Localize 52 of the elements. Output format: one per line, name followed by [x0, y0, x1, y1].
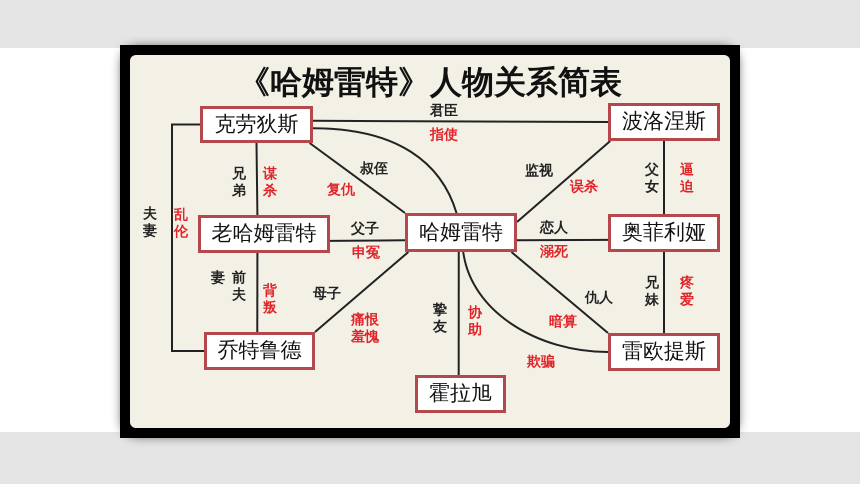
relation-note: 背叛	[263, 283, 277, 317]
edge-label: 兄弟	[232, 166, 246, 200]
relation-note: 溺死	[540, 244, 568, 261]
edge-label: 前夫	[232, 270, 246, 304]
connector-line	[256, 142, 258, 216]
connector-line	[309, 142, 406, 214]
relation-note: 妻	[211, 270, 225, 287]
character-box: 老哈姆雷特	[198, 215, 330, 253]
edge-label: 夫妻	[143, 206, 157, 240]
connector-line	[256, 253, 258, 332]
relation-note: 痛恨羞愧	[351, 312, 379, 346]
connector-line	[663, 252, 665, 333]
edge-label: 挚友	[433, 302, 447, 336]
character-box: 雷欧提斯	[608, 333, 720, 371]
character-box: 霍拉旭	[415, 375, 506, 413]
relation-note: 申冤	[352, 245, 380, 262]
relation-note: 逼迫	[680, 162, 694, 196]
edge-label: 监视	[525, 163, 553, 180]
connector-line	[312, 127, 458, 214]
connector-line	[458, 252, 460, 375]
character-box: 奥菲利娅	[608, 214, 720, 252]
connector-line	[517, 238, 608, 242]
relation-note: 欺骗	[527, 354, 555, 371]
relation-note: 复仇	[327, 182, 355, 199]
relation-note: 疼爱	[680, 275, 694, 309]
connector-line	[462, 252, 608, 353]
edge-label: 父女	[645, 162, 659, 196]
diagram-title: 《哈姆雷特》人物关系简表	[237, 64, 623, 100]
relation-note: 协助	[468, 305, 482, 339]
character-box: 乔特鲁德	[204, 332, 315, 370]
edge-label: 父子	[351, 221, 379, 238]
edge-label: 叔侄	[360, 161, 388, 178]
connector-line	[330, 239, 405, 242]
character-box: 克劳狄斯	[200, 106, 313, 143]
relation-note: 误杀	[570, 179, 598, 196]
edge-label: 兄妹	[645, 275, 659, 309]
edge-label: 恋人	[540, 220, 568, 237]
relation-note: 指使	[430, 127, 458, 144]
connector-line	[516, 140, 611, 223]
connector-line	[663, 141, 665, 214]
connector-line	[313, 120, 608, 123]
edge-label: 仇人	[585, 290, 613, 307]
connector-line	[171, 124, 204, 352]
relation-note: 乱伦	[174, 207, 188, 241]
edge-label: 君臣	[430, 103, 458, 120]
edge-label: 母子	[313, 286, 341, 303]
character-box: 哈姆雷特	[405, 213, 517, 252]
character-box: 波洛涅斯	[608, 103, 720, 141]
connector-line	[314, 251, 409, 333]
connector-line	[510, 251, 609, 334]
relation-note: 谋杀	[263, 166, 277, 200]
relation-note: 暗算	[549, 314, 577, 331]
